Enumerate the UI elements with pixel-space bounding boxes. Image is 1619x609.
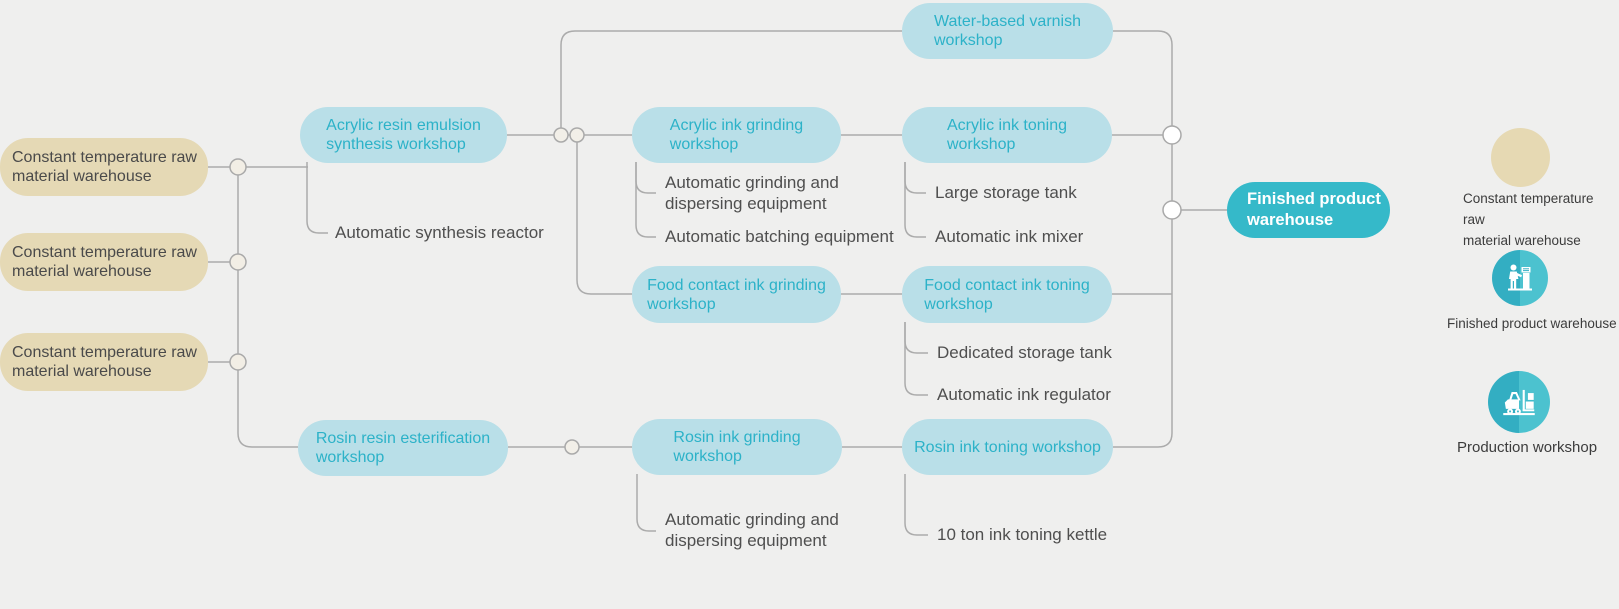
equip-rosin-grinding-dispersing: Automatic grinding and dispersing equipm… bbox=[665, 510, 839, 550]
finished-product-warehouse-icon bbox=[1492, 250, 1548, 306]
node-acrylic-grinding-workshop: Acrylic ink grinding workshop bbox=[632, 107, 841, 163]
node-acrylic-toning-workshop: Acrylic ink toning workshop bbox=[902, 107, 1112, 163]
node-water-varnish-workshop: Water-based varnish workshop bbox=[902, 3, 1113, 59]
equip-large-storage-tank: Large storage tank bbox=[935, 183, 1077, 202]
equip-dedicated-storage-tank: Dedicated storage tank bbox=[937, 343, 1112, 362]
legend-label-finished-warehouse: Finished product warehouse bbox=[1447, 316, 1617, 331]
equip-acrylic-grinding-dispersing: Automatic grinding and dispersing equipm… bbox=[665, 173, 839, 213]
production-workshop-icon bbox=[1488, 371, 1550, 433]
equip-automatic-ink-regulator: Automatic ink regulator bbox=[937, 385, 1111, 404]
node-rosin-toning-workshop: Rosin ink toning workshop bbox=[902, 419, 1113, 475]
worker-at-machine-icon bbox=[1508, 264, 1532, 291]
node-acrylic-resin-workshop: Acrylic resin emulsion synthesis worksho… bbox=[300, 107, 507, 163]
equip-automatic-synthesis-reactor: Automatic synthesis reactor bbox=[335, 223, 544, 242]
node-rosin-esterification-workshop: Rosin resin esterification workshop bbox=[298, 420, 508, 476]
equip-automatic-ink-mixer: Automatic ink mixer bbox=[935, 227, 1084, 246]
node-raw-warehouse-2: Constant temperature raw material wareho… bbox=[0, 233, 208, 291]
node-rosin-grinding-workshop: Rosin ink grinding workshop bbox=[632, 419, 842, 475]
forklift-icon bbox=[1503, 389, 1535, 416]
legend-label-production-workshop: Production workshop bbox=[1457, 439, 1598, 456]
equip-10-ton-ink-toning-kettle: 10 ton ink toning kettle bbox=[937, 525, 1108, 544]
node-food-contact-toning-workshop: Food contact ink toning workshop bbox=[902, 266, 1112, 323]
legend-label-raw-warehouse: Constant temperature raw material wareho… bbox=[1463, 191, 1594, 248]
node-raw-warehouse-3: Constant temperature raw material wareho… bbox=[0, 333, 208, 391]
node-finished-warehouse: Finished product warehouse bbox=[1227, 182, 1390, 238]
raw-material-warehouse-icon bbox=[1491, 128, 1550, 187]
node-food-contact-grinding-workshop: Food contact ink grinding workshop bbox=[632, 266, 841, 323]
equip-automatic-batching: Automatic batching equipment bbox=[665, 227, 894, 246]
node-raw-warehouse-1: Constant temperature raw material wareho… bbox=[0, 138, 208, 196]
